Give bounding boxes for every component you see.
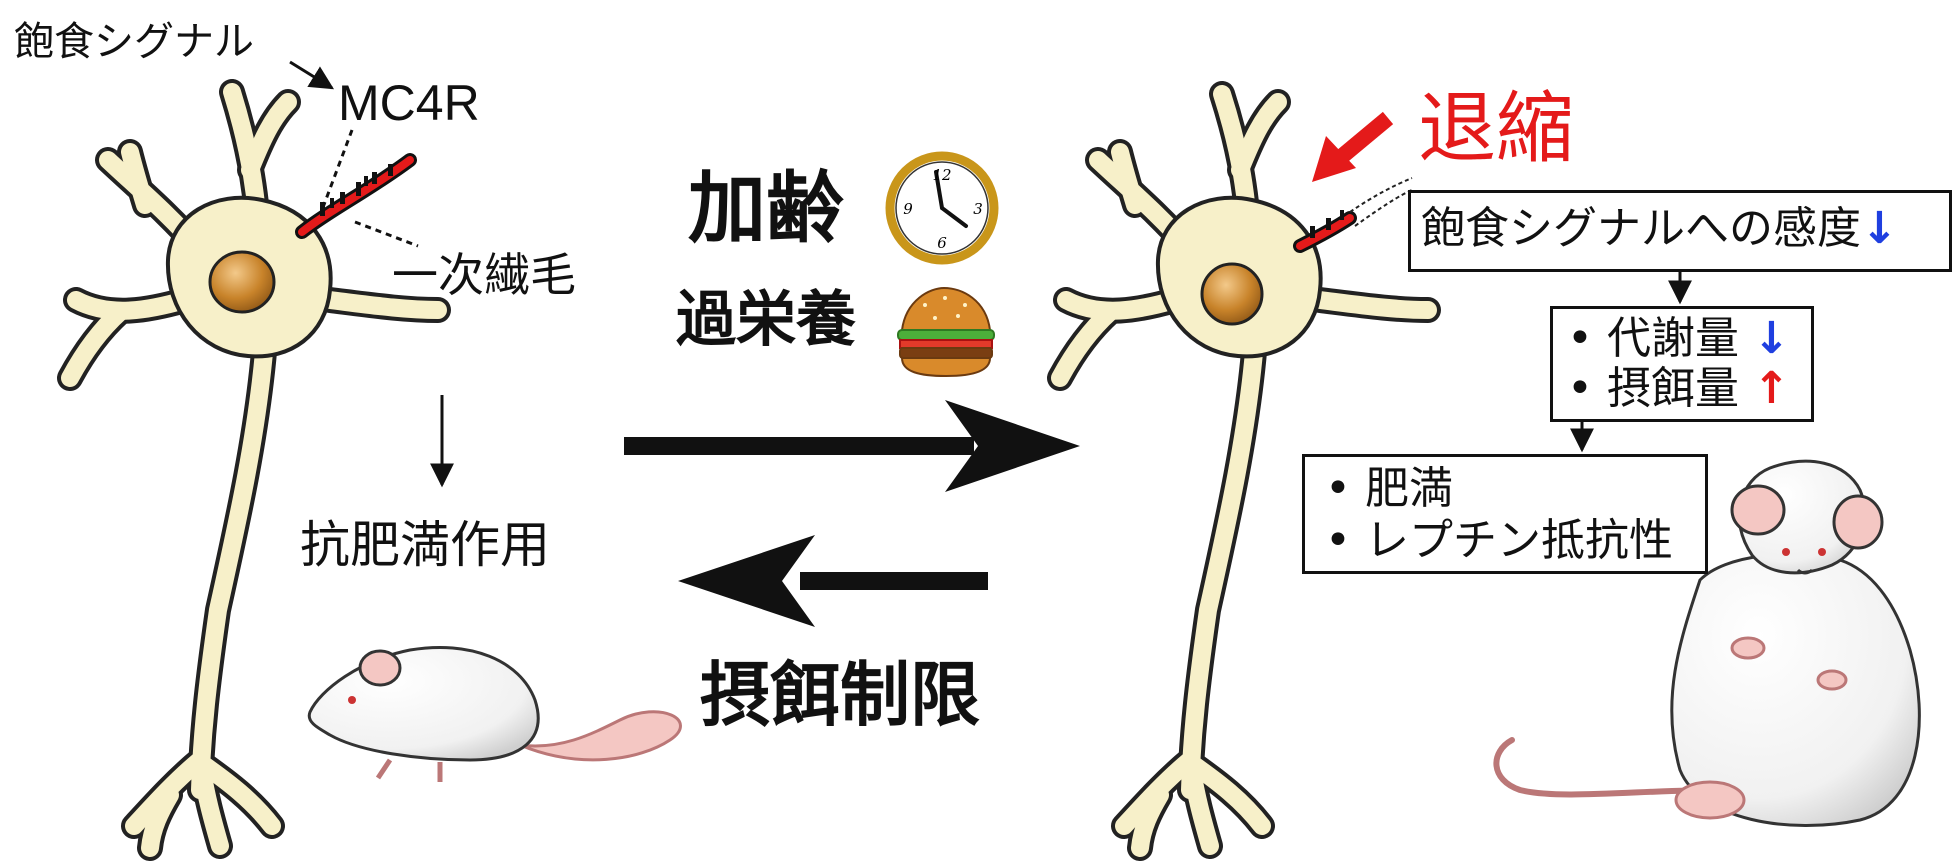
- right-retracted-cilium: [1293, 177, 1413, 253]
- svg-text:6: 6: [937, 234, 947, 252]
- overnutrition-label: 過栄養: [676, 285, 856, 355]
- up-arrow-icon: ↑: [1752, 363, 1790, 414]
- sensitivity-text: 飽食シグナルへの感度: [1421, 203, 1861, 254]
- mc4r-label: MC4R: [338, 75, 480, 131]
- retraction-arrow: [1312, 111, 1394, 182]
- obesity-text: • 肥満: [1325, 463, 1453, 514]
- left-neuron: [57, 79, 451, 861]
- anti-obesity-label: 抗肥満作用: [300, 516, 550, 574]
- signal-to-mc4r-arrow: [289, 60, 335, 90]
- obese-mouse: [1493, 459, 1921, 828]
- caloric-restriction-label: 摂餌制限: [700, 654, 980, 736]
- hamburger-icon: [897, 286, 995, 378]
- svg-text:3: 3: [973, 200, 983, 218]
- satiety-signal-label: 飽食シグナル: [14, 19, 254, 65]
- leptin-resistance-text: • レプチン抵抗性: [1325, 515, 1673, 566]
- primary-cilia-label: 一次繊毛: [392, 248, 576, 302]
- metabolism-text: • 代謝量: [1567, 313, 1739, 364]
- retraction-label: 退縮: [1418, 84, 1575, 174]
- svg-text:12: 12: [932, 166, 951, 184]
- down-arrow-icon: ↓: [1861, 203, 1898, 254]
- metabolism-intake-box: • 代謝量 ↓ • 摂餌量 ↑: [1550, 306, 1814, 422]
- aging-label: 加齢: [688, 164, 845, 254]
- svg-text:9: 9: [903, 200, 913, 218]
- sensitivity-box: 飽食シグナルへの感度↓: [1408, 190, 1952, 272]
- food-intake-text: • 摂餌量: [1567, 363, 1739, 414]
- outcome-box: • 肥満 • レプチン抵抗性: [1302, 454, 1708, 574]
- clock-icon: 12 3 6 9: [885, 151, 999, 265]
- forward-arrow: [624, 400, 1080, 492]
- down-arrow-icon: ↓: [1752, 313, 1790, 364]
- left-primary-cilium: [295, 153, 417, 239]
- reverse-arrow: [678, 535, 988, 627]
- right-neuron: [1047, 81, 1441, 861]
- lean-mouse: [307, 645, 682, 782]
- mc4r-pointer: [320, 129, 354, 211]
- cilia-pointer: [354, 220, 419, 248]
